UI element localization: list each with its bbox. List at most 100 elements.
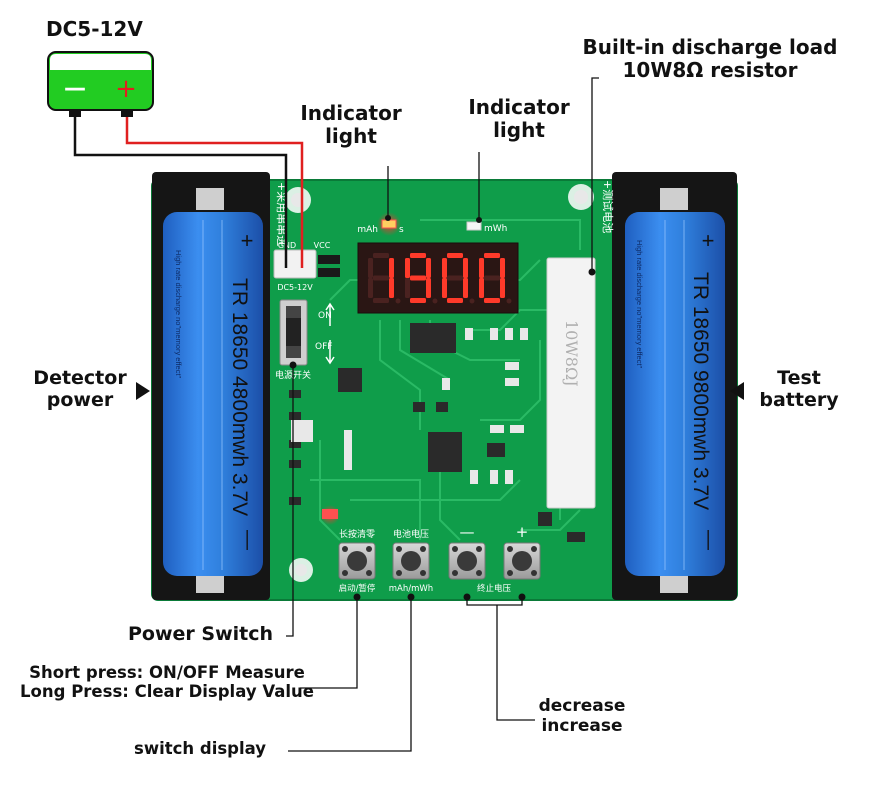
indicator-light-left-line1: Indicator bbox=[300, 101, 402, 125]
discharge-resistor bbox=[546, 257, 596, 509]
smd-diodes bbox=[318, 255, 340, 277]
supply-plus-icon: + bbox=[115, 74, 137, 104]
right-battery-minus: — bbox=[698, 530, 720, 550]
indicator-light-right-line2: light bbox=[493, 118, 545, 142]
segment-f bbox=[405, 258, 410, 278]
mounting-hole bbox=[285, 184, 594, 582]
power-switch-callout: Power Switch bbox=[128, 623, 274, 645]
switch-off-label: OFF bbox=[315, 342, 332, 352]
left-battery-small-text: High rate discharge no"memory effect" bbox=[174, 250, 183, 379]
segment-c bbox=[426, 278, 431, 298]
left-battery bbox=[163, 212, 263, 576]
right-battery-small-text: High rate discharge no"memory effect" bbox=[635, 240, 644, 369]
button-top-label: — bbox=[460, 523, 475, 541]
led-label-mah: mAh bbox=[357, 225, 378, 235]
leader-dots bbox=[289, 215, 596, 601]
detector-power-line2: power bbox=[46, 388, 114, 411]
button-cap[interactable] bbox=[347, 551, 367, 571]
right-battery-plus: + bbox=[702, 228, 715, 253]
segment-b bbox=[389, 258, 394, 278]
indicator-light-right-line1: Indicator bbox=[468, 95, 570, 119]
switch-arrow-up-icon bbox=[325, 302, 335, 326]
supply-minus-icon: — bbox=[64, 76, 86, 101]
segment-a bbox=[447, 253, 463, 258]
power-supply-label: DC5-12V bbox=[46, 17, 143, 41]
segment-c bbox=[500, 278, 505, 298]
segment-b bbox=[463, 258, 468, 278]
smd-resistors bbox=[442, 328, 528, 484]
negative-wire bbox=[73, 117, 288, 268]
decimal-point bbox=[395, 298, 401, 304]
segment-g bbox=[410, 275, 426, 281]
segment-e bbox=[442, 278, 447, 298]
positive-wire bbox=[125, 117, 304, 268]
left-battery-minus: — bbox=[237, 530, 259, 550]
start-pause-button[interactable] bbox=[338, 542, 376, 580]
segment-d bbox=[484, 298, 500, 303]
segment-b bbox=[426, 258, 431, 278]
switch-arrow-down-icon bbox=[325, 340, 335, 365]
start-button-long-press: Long Press: Clear Display Value bbox=[20, 681, 314, 701]
left-battery-label: TR 18650 4800mwh 3.7V bbox=[228, 278, 251, 516]
segment-g bbox=[484, 275, 500, 281]
indicator-led-mah bbox=[381, 219, 397, 229]
increase-button[interactable] bbox=[503, 542, 541, 580]
segment-e bbox=[368, 278, 373, 298]
segment-b bbox=[500, 258, 505, 278]
test-battery-callout: Test battery bbox=[754, 367, 844, 412]
smd-components bbox=[289, 323, 585, 542]
increase-label: increase bbox=[541, 715, 623, 736]
segment-f bbox=[442, 258, 447, 278]
resistor-callout: Built-in discharge load 10W8Ω resistor bbox=[578, 36, 842, 82]
status-led bbox=[322, 509, 338, 519]
led-label-s: s bbox=[399, 225, 404, 235]
test-battery-line1: Test bbox=[777, 367, 821, 389]
segment-e bbox=[405, 278, 410, 298]
decimal-point bbox=[432, 298, 438, 304]
right-battery-holder bbox=[612, 172, 737, 600]
segment-a bbox=[410, 253, 426, 258]
segment-c bbox=[463, 278, 468, 298]
right-battery-label: TR 18650 9800mwh 3.7V bbox=[689, 272, 712, 510]
indicator-led-mwh bbox=[466, 221, 482, 231]
button-top-label: 电池电压 bbox=[393, 528, 429, 540]
decimal-point bbox=[469, 298, 475, 304]
left-battery-plus: + bbox=[241, 228, 254, 253]
button-cap[interactable] bbox=[457, 551, 477, 571]
segment-d bbox=[373, 298, 389, 303]
dc-power-supply bbox=[47, 51, 154, 117]
segment-a bbox=[484, 253, 500, 258]
button-cap[interactable] bbox=[401, 551, 421, 571]
connector-voltage-label: DC5-12V bbox=[277, 283, 313, 292]
resistor-callout-line1: Built-in discharge load bbox=[582, 35, 838, 59]
segment-f bbox=[368, 258, 373, 278]
detector-power-line1: Detector bbox=[33, 367, 127, 389]
power-switch-component bbox=[279, 299, 308, 366]
button-bottom-label: 终止电压 bbox=[477, 583, 512, 594]
start-button-short-press: Short press: ON/OFF Measure bbox=[29, 663, 305, 682]
segment-g bbox=[447, 275, 463, 281]
decrease-button[interactable] bbox=[448, 542, 486, 580]
button-cap[interactable] bbox=[512, 551, 532, 571]
switch-on-label: ON bbox=[318, 311, 332, 321]
decimal-point bbox=[506, 298, 512, 304]
left-battery-holder bbox=[152, 172, 270, 600]
resistor-callout-line2: 10W8Ω resistor bbox=[622, 58, 798, 82]
display-digits bbox=[368, 253, 512, 304]
start-button-callout: Short press: ON/OFF Measure Long Press: … bbox=[2, 663, 332, 702]
button-top-label: 长按清零 bbox=[339, 528, 375, 540]
segment-e bbox=[479, 278, 484, 298]
detector-power-arrow-icon bbox=[136, 382, 150, 400]
leader-lines bbox=[286, 77, 599, 752]
power-connector bbox=[273, 249, 317, 279]
indicator-light-right-callout: Indicator light bbox=[464, 96, 574, 142]
segment-d bbox=[447, 298, 463, 303]
button-bottom-label: mAh/mWh bbox=[389, 584, 433, 594]
detector-power-callout: Detector power bbox=[28, 367, 132, 412]
right-edge-silkscreen: +测试电池 bbox=[601, 180, 614, 233]
test-battery-line2: battery bbox=[759, 388, 839, 411]
segment-a bbox=[373, 253, 389, 258]
indicator-light-left-callout: Indicator light bbox=[296, 102, 406, 148]
mode-switch-button[interactable] bbox=[392, 542, 430, 580]
